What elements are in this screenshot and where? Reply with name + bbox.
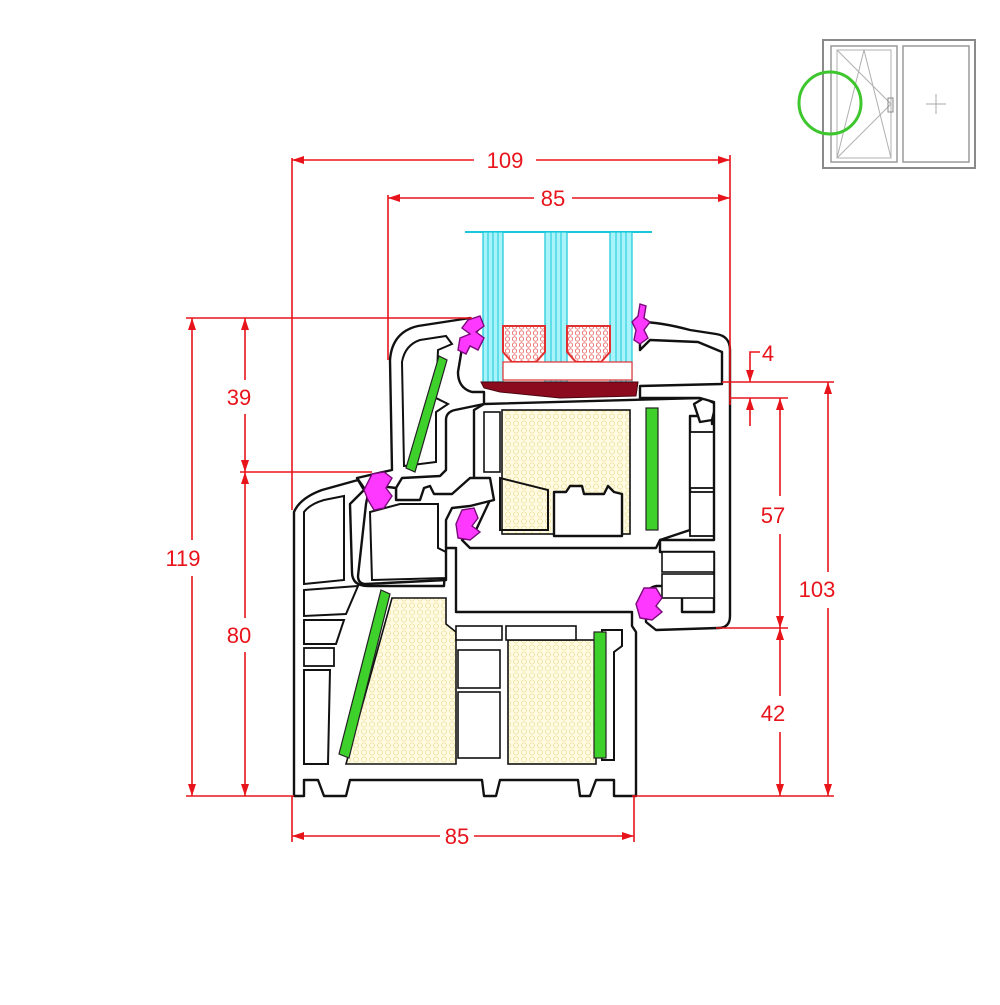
dim-left-overall: 119 — [165, 546, 200, 571]
sash-steel-1 — [405, 355, 448, 473]
sash-lower-body — [356, 476, 496, 586]
gaskets — [363, 303, 664, 621]
spacer-bar-2 — [566, 325, 611, 363]
window-thumbnail — [797, 39, 976, 169]
thumbnail-opening-lines — [836, 49, 892, 159]
dim-right-mid: 57 — [761, 503, 785, 528]
glazing-seal — [480, 381, 639, 399]
thumbnail-sash-right — [902, 45, 970, 163]
spacer-bar-1 — [502, 325, 546, 363]
dim-left-lower: 80 — [227, 623, 251, 648]
thumbnail-handle-icon — [887, 97, 894, 113]
frame-chamber-1 — [303, 494, 345, 586]
thumbnail-highlight-circle — [797, 70, 863, 136]
frame-top-right — [638, 320, 732, 632]
dim-left-upper: 39 — [227, 385, 251, 410]
thumbnail-sash-left — [830, 45, 898, 163]
gasket-sash-top-left — [457, 315, 485, 355]
sash-profile — [355, 316, 730, 550]
gasket-middle — [455, 507, 482, 541]
sash-inner-chamber — [400, 334, 454, 468]
dim-right-small: 4 — [762, 341, 774, 366]
frame-insulation-right — [507, 639, 597, 765]
frame-steel-2 — [593, 631, 607, 759]
dim-top-sash: 85 — [541, 186, 565, 211]
main-frame-profile — [292, 476, 638, 798]
dim-right-overall: 103 — [799, 577, 836, 602]
frame-chamber-2 — [303, 584, 360, 618]
gasket-frame-right — [635, 587, 664, 621]
frame-steel-1 — [338, 589, 391, 759]
gasket-sash-top-right — [631, 303, 652, 345]
triple-glazing-unit — [465, 231, 652, 399]
sash-hardware-groove — [552, 484, 624, 538]
dim-bottom-frame: 85 — [445, 824, 469, 849]
dim-top-overall: 109 — [487, 148, 524, 173]
thumbnail-tilt-lines — [836, 49, 892, 159]
sash-outer-chamber — [355, 316, 486, 506]
dimension-lines — [186, 155, 834, 842]
sash-steel-2 — [645, 407, 659, 531]
sash-lower-chamber — [368, 503, 447, 582]
gasket-frame-top — [363, 471, 393, 511]
dimension-labels: 109 85 85 119 39 80 4 57 42 103 — [165, 148, 835, 849]
dim-right-lower: 42 — [761, 701, 785, 726]
